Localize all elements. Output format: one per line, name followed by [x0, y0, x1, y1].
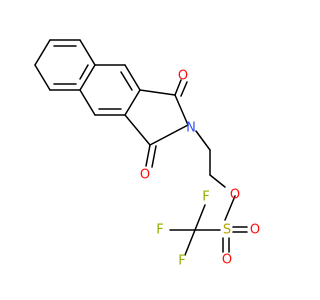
- atom-s: S: [223, 223, 231, 238]
- atom-o-ester: O: [230, 188, 240, 203]
- carbonyl-bonds: [145, 79, 188, 168]
- atom-n: N: [186, 121, 196, 136]
- molecule-canvas: O O N O S O O F F F: [34, 39, 261, 269]
- ethyl-triflate-chain: [169, 130, 248, 256]
- naphthalene-core: [34, 39, 141, 116]
- imide-ring: [124, 89, 189, 146]
- atom-f-left: F: [156, 223, 163, 238]
- atom-f-top: F: [202, 190, 209, 205]
- atom-o-top: O: [178, 69, 188, 84]
- atom-o-sulfonyl: O: [250, 223, 260, 238]
- atom-o-bottom: O: [140, 168, 150, 183]
- atom-f-bottom: F: [178, 254, 185, 269]
- atom-o-sulfonyl-down: O: [222, 253, 232, 268]
- molecule-structure: O O N O S O O F F F: [34, 39, 260, 269]
